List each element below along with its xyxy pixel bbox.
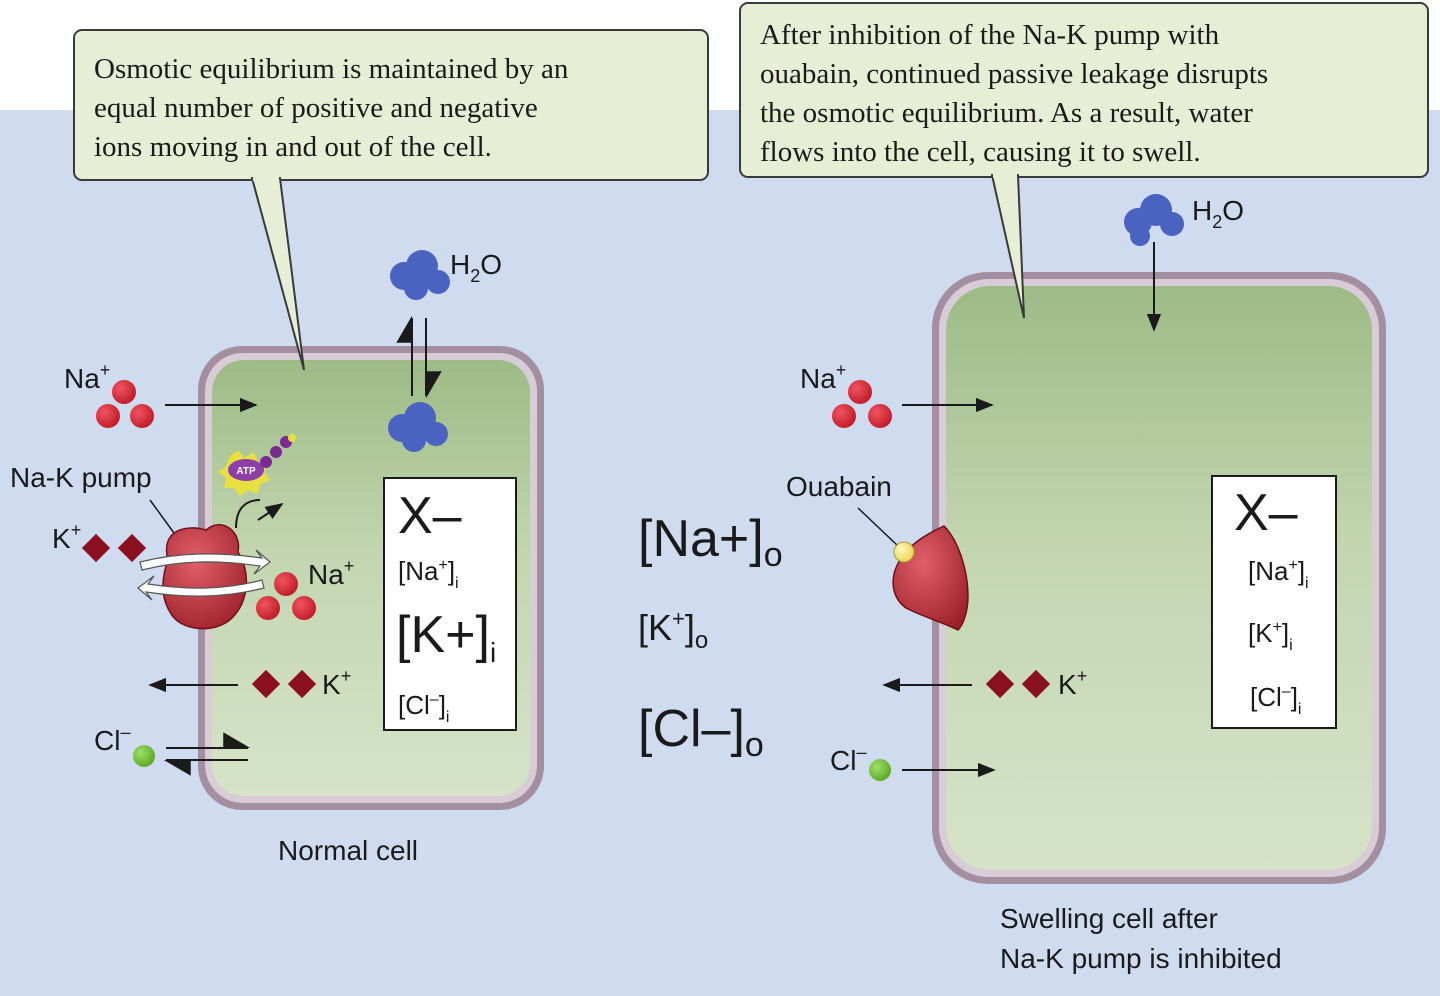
left-k-pump-label: K+ [52, 520, 81, 554]
sodium-ion [292, 596, 316, 620]
callout-left-line-2: equal number of positive and negative [94, 92, 538, 124]
extracellular-concentrations: [Na+]o [K+]o [Cl–]o [638, 510, 783, 764]
atp-label: ATP [236, 466, 256, 477]
potassium-ion [1021, 669, 1051, 699]
potassium-ion [985, 669, 1015, 699]
potassium-ion [117, 533, 147, 563]
callout-right-line-2: ouabain, continued passive leakage disru… [760, 58, 1268, 90]
right-cell-caption-line-2: Na-K pump is inhibited [1000, 943, 1282, 974]
sodium-ion [274, 572, 298, 596]
left-box-cl: [Cl–]i [398, 690, 449, 726]
left-water-label: H2O [450, 249, 502, 286]
sodium-ion [96, 404, 120, 428]
right-box-cl: [Cl–]i [1250, 682, 1301, 718]
pump-label: Na-K pump [10, 462, 152, 493]
left-potassium-ions-inside [251, 669, 317, 699]
callout-left-line-3: ions moving in and out of the cell. [94, 131, 492, 163]
left-na-inside-label: Na+ [308, 556, 354, 590]
left-water-outside [390, 250, 450, 300]
left-sodium-ions-inside [256, 572, 316, 620]
sodium-ion [832, 404, 856, 428]
left-water-inside [388, 402, 448, 452]
right-water [1124, 194, 1184, 246]
callout-right-line-4: flows into the cell, causing it to swell… [760, 136, 1201, 168]
atp-molecule: ATP [218, 434, 296, 496]
callout-left-line-1: Osmotic equilibrium is maintained by an [94, 53, 569, 85]
left-na-entering-label: Na+ [64, 360, 110, 394]
right-potassium-ions [985, 669, 1051, 699]
potassium-ion [81, 533, 111, 563]
callout-left: Osmotic equilibrium is maintained by an … [73, 29, 709, 371]
right-sodium-ions-outside [832, 380, 892, 428]
sodium-ion [868, 404, 892, 428]
potassium-ion [287, 669, 317, 699]
potassium-ion [251, 669, 281, 699]
outside-k: [K+]o [638, 606, 708, 654]
ouabain-molecule [893, 541, 915, 563]
left-box-na: [Na+]i [398, 556, 459, 592]
pump-arrow-band-lower [137, 575, 265, 601]
sodium-ion [256, 596, 280, 620]
sodium-ion [112, 380, 136, 404]
swelling-cell [932, 272, 1386, 884]
left-box-x-anion: X– [398, 487, 462, 545]
right-box-na: [Na+]i [1248, 556, 1309, 592]
outside-na: [Na+]o [638, 510, 783, 574]
right-cell-caption-line-1: Swelling cell after [1000, 903, 1218, 934]
right-box-k: [K+]i [1248, 618, 1293, 654]
right-water-label: H2O [1192, 195, 1244, 232]
right-cl-label: Cl– [830, 742, 866, 776]
left-cell-caption: Normal cell [278, 835, 418, 866]
right-k-leak-label: K+ [1058, 666, 1087, 700]
pump-arrow-band-upper [139, 549, 271, 575]
callout-right: After inhibition of the Na-K pump with o… [739, 2, 1429, 319]
right-concentration-box: X– [Na+]i [K+]i [Cl–]i [1211, 475, 1337, 729]
sodium-ion [848, 380, 872, 404]
left-sodium-ions-outside [96, 380, 154, 428]
left-concentration-box: X– [Na+]i [K+]i [Cl–]i [383, 477, 517, 731]
callout-right-line-1: After inhibition of the Na-K pump with [760, 19, 1220, 51]
left-k-leak-label: K+ [322, 666, 351, 700]
ouabain-leader [857, 507, 899, 547]
ouabain-label: Ouabain [786, 471, 892, 502]
atp-hydrolysis-arrow [235, 499, 261, 529]
callout-right-line-3: the osmotic equilibrium. As a result, wa… [760, 97, 1253, 129]
chloride-ion [869, 759, 891, 781]
chloride-ion [133, 745, 155, 767]
left-cl-label: Cl– [94, 722, 130, 756]
outside-cl: [Cl–]o [638, 700, 764, 764]
right-box-x-anion: X– [1234, 484, 1298, 542]
inhibited-pump [892, 525, 969, 631]
left-potassium-ions-pump [81, 533, 147, 563]
na-k-pump [137, 524, 271, 630]
left-box-k: [K+]i [396, 606, 496, 668]
atp-products-arrow [257, 503, 284, 521]
sodium-ion [130, 404, 154, 428]
right-na-entering-label: Na+ [800, 360, 846, 394]
